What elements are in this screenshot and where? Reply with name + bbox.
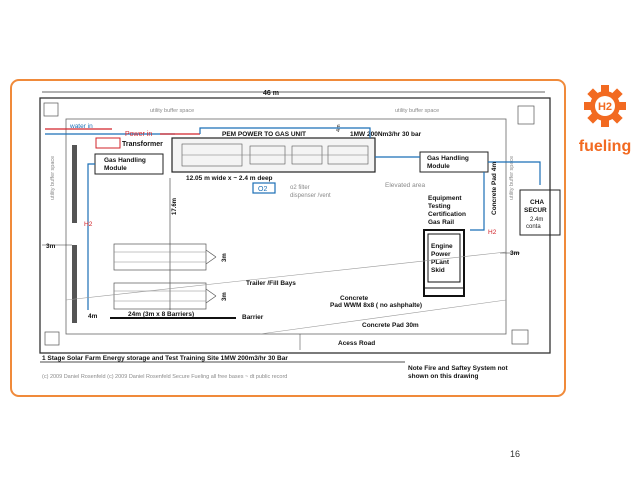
buffer-top: utility buffer space xyxy=(150,108,194,114)
engine-skid-box xyxy=(423,229,465,297)
barrier-label: Barrier xyxy=(242,314,264,321)
top-dimension: 46 m xyxy=(263,90,279,97)
h2-fueling-logo: H2 fueling xyxy=(579,85,631,155)
logo-badge: H2 xyxy=(598,101,612,113)
unit-dimensions: 12.05 m wide x ~ 2.4 m deep xyxy=(186,175,273,182)
corner-symbol-bl xyxy=(44,331,60,346)
drawing-credit: (c) 2009 Daniel Rosenfeld (c) 2009 Danie… xyxy=(42,374,287,380)
transformer-label: Transformer xyxy=(122,141,163,148)
dim-left-3m: 3m xyxy=(46,243,56,250)
trailer-bays-label: Trailer /Fill Bays xyxy=(246,280,296,287)
concrete-pad-label: Concrete Pad 30m xyxy=(362,322,419,329)
gear-icon: H2 xyxy=(584,85,626,127)
trailer-top xyxy=(113,243,217,271)
o2-label: O2 xyxy=(258,186,267,193)
barriers-label: 24m (3m x 8 Barriers) xyxy=(128,311,194,318)
left-barrier-bottom xyxy=(72,245,77,323)
drawing-title: 1 Stage Solar Farm Energy storage and Te… xyxy=(42,355,288,362)
transformer-box xyxy=(95,137,121,149)
pem-unit-label: PEM POWER TO GAS UNIT xyxy=(222,131,306,138)
dim-3m-b: 3m xyxy=(222,292,228,301)
water-in-label: water in xyxy=(69,123,93,130)
left-barrier-top xyxy=(72,145,77,223)
corner-symbol-tr xyxy=(517,105,535,125)
buffer-right: utility buffer space xyxy=(509,156,515,200)
dim-4m-bottom: 4m xyxy=(88,313,98,320)
inner-boundary xyxy=(65,118,507,335)
h2-left-label: H2 xyxy=(84,221,93,228)
buffer-left: utility buffer space xyxy=(50,156,56,200)
logo-wordmark: fueling xyxy=(579,138,631,155)
unit-rating: 1MW 200Nm3/hr 30 bar xyxy=(350,131,422,138)
buffer-top-2: utility buffer space xyxy=(395,108,439,114)
access-road-label: Acess Road xyxy=(338,340,375,347)
concrete-pad-vertical: Concrete Pad 4m xyxy=(491,162,498,215)
dim-vertical: 17.6m xyxy=(172,198,178,215)
concrete-label: Concrete xyxy=(340,295,369,302)
power-in-label: Power in xyxy=(125,131,152,138)
trailer-bottom xyxy=(113,282,217,310)
corner-symbol-tl xyxy=(43,102,59,117)
site-drawing: 46 m utility buffer space utility buffer… xyxy=(39,90,561,380)
site-boundary xyxy=(39,97,551,354)
dim-right-3m: 3m xyxy=(510,250,520,257)
charging-security-box xyxy=(519,189,561,236)
dim-3m-a: 3m xyxy=(222,253,228,262)
o2-box xyxy=(252,182,276,194)
corner-symbol-br xyxy=(511,329,529,345)
h2-right-label: H2 xyxy=(488,229,497,236)
elevated-area-label: Elevated area xyxy=(385,182,425,189)
page-number: 16 xyxy=(510,449,521,459)
pad-note: Pad WWM 8x8 ( no ashphalte) xyxy=(330,302,422,309)
